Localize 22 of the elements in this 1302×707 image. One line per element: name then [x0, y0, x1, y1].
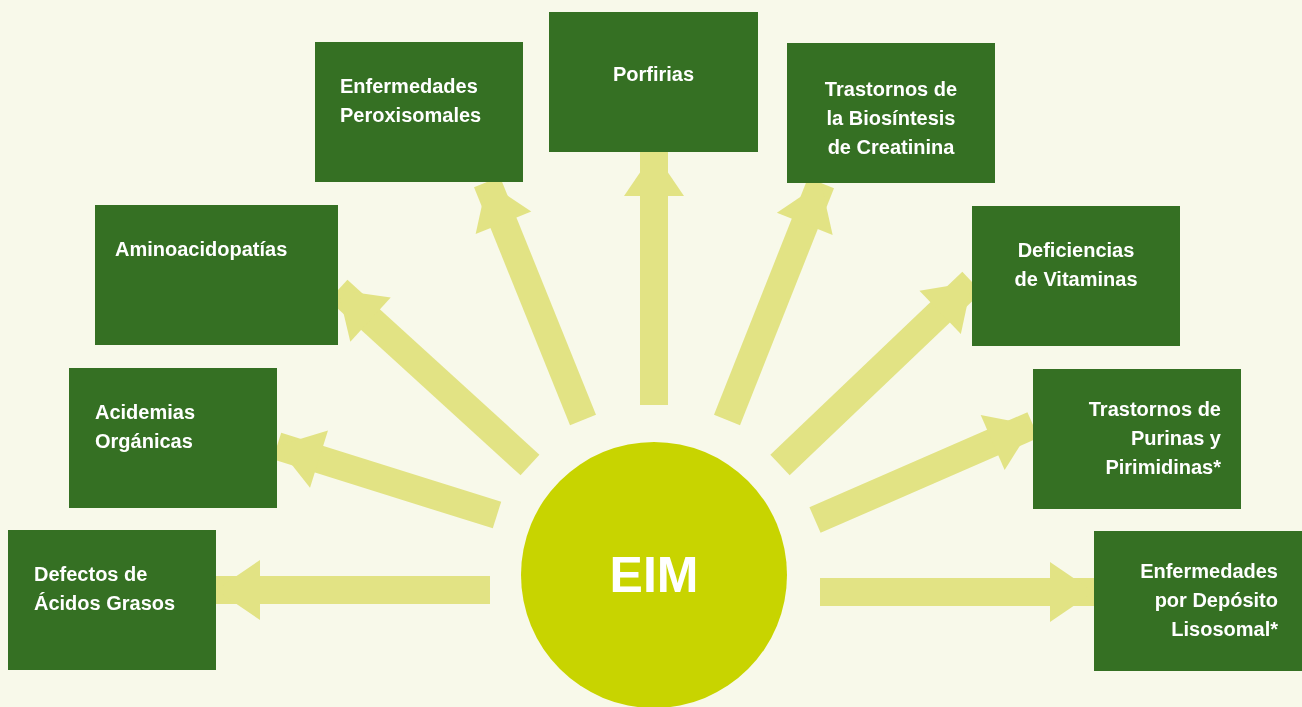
arrow: [216, 560, 490, 620]
category-box: [1033, 369, 1241, 509]
node-label: Aminoacidopatías: [115, 237, 289, 262]
category-box: [95, 205, 338, 345]
node-label: Deficiencias de Vitaminas: [1013, 238, 1139, 292]
category-box: [972, 206, 1180, 346]
node-label: Enfermedades Peroxisomales: [340, 74, 483, 128]
node-label: Trastornos de Purinas y Pirimidinas*: [1087, 397, 1221, 480]
category-box: [787, 43, 995, 183]
node-label: Trastornos de la Biosíntesis de Creatinina: [823, 77, 959, 160]
node-label: Porfirias: [611, 62, 696, 87]
category-box: [549, 12, 758, 152]
node-label: EIM: [609, 545, 699, 605]
node-label: Defectos de Ácidos Grasos: [34, 562, 177, 616]
category-box: [315, 42, 523, 182]
category-box: [1094, 531, 1302, 671]
node-label: Enfermedades por Depósito Lisosomal*: [1139, 559, 1278, 642]
arrow: [820, 562, 1094, 622]
arrow: [624, 152, 684, 405]
node-label: Acidemias Orgánicas: [95, 400, 197, 454]
category-box: [69, 368, 277, 508]
category-box: [8, 530, 216, 670]
